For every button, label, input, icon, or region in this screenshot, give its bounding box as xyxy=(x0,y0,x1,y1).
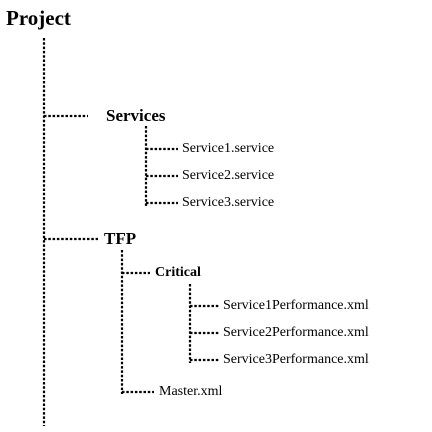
master-node-label: Master.xml xyxy=(159,384,223,399)
service1-node-label: Service1.service xyxy=(182,141,275,156)
tfp-node-label: TFP xyxy=(104,229,137,248)
service2-node-label: Service2.service xyxy=(182,168,275,183)
critical-node-label: Critical xyxy=(155,265,201,280)
perf1-node-label: Service1Performance.xml xyxy=(223,298,369,313)
service3-node-label: Service3.service xyxy=(182,195,275,210)
root-node-label: Project xyxy=(6,6,71,30)
perf2-node-label: Service2Performance.xml xyxy=(223,325,369,340)
services-node-label: Services xyxy=(106,106,166,125)
perf3-node-label: Service3Performance.xml xyxy=(223,352,369,367)
